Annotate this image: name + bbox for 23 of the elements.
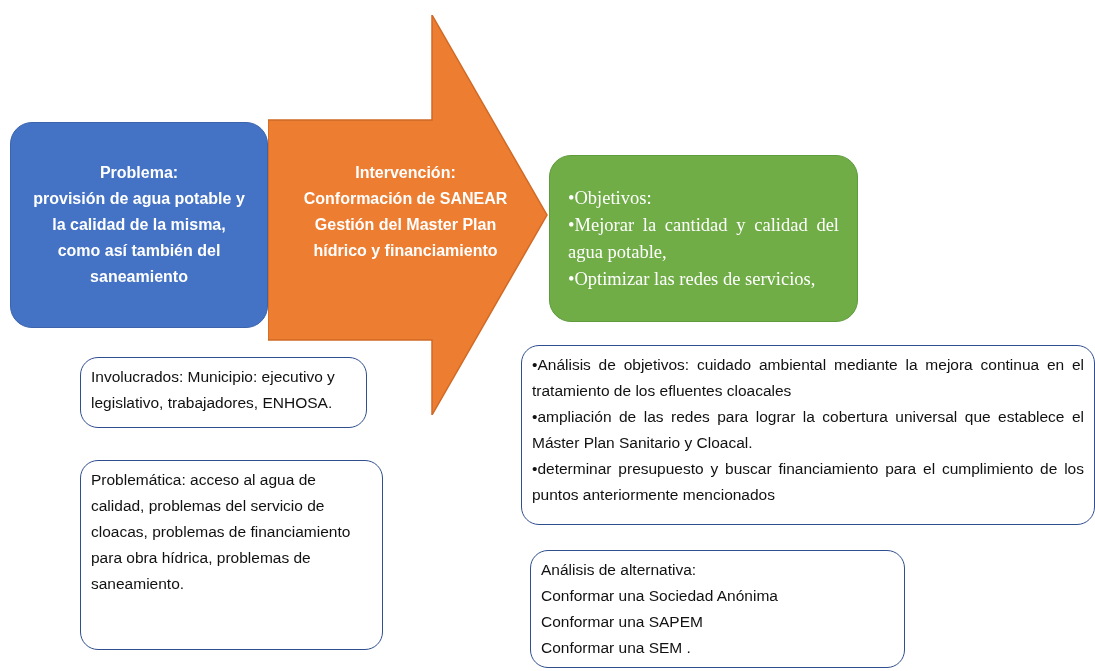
box-text: provisión de agua potable y la calidad de la misma, como así también del saneamiento [32,189,246,287]
problem-box [10,122,268,328]
list-item: •ampliación de las redes para lograr la cobertura universal que establece el Máster Plan Sanitario y Cloacal. [532,407,1084,453]
arrow-heading: Intervención: [354,163,457,183]
issues-box [80,460,383,650]
objective-analysis-box [521,345,1095,525]
box-text: Involucrados: Municipio: ejecutivo y legislativo, trabajadores, ENHOSA. [91,367,336,413]
list-heading: •Objetivos: [568,186,653,210]
list-item: Conformar una SAPEM [541,612,704,632]
list-item: Conformar una Sociedad Anónima [541,586,779,606]
box-heading: Análisis de alternativa: [541,560,698,580]
list-item: Conformar una SEM . [541,638,692,658]
box-text: Problemática: acceso al agua de calidad, problemas del servicio de cloacas, problemas de financiamiento para obra hídrica, problemas de saneamiento. [91,470,352,594]
list-item: •determinar presupuesto y buscar financiamiento para el cumplimiento de los puntos anteriormente mencionados [532,459,1084,505]
arrow-text: Conformación de SANEAR [302,189,509,209]
arrow-text: Gestión del Master Plan hídrico y financiamiento [312,215,499,261]
objectives-box [549,155,858,322]
box-heading: Problema: [98,163,180,183]
list-item: •Optimizar las redes de servicios, [568,267,817,291]
list-item: •Mejorar la cantidad y calidad del agua potable, [568,213,839,264]
alternatives-box [530,550,905,668]
list-item: •Análisis de objetivos: cuidado ambiental mediante la mejora continua en el tratamiento de los efluentes cloacales [532,355,1084,401]
stakeholders-box [80,357,367,428]
